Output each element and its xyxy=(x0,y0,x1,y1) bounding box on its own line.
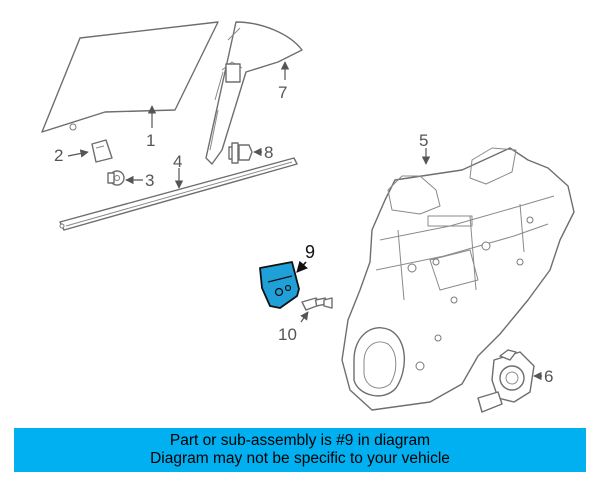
window-frame-channel xyxy=(205,21,303,165)
info-banner: Part or sub-assembly is #9 in diagram Di… xyxy=(14,428,586,472)
callout-8: 8 xyxy=(264,143,273,162)
leader-lines xyxy=(67,61,542,381)
callout-labels: 1 2 3 4 5 6 7 8 9 10 xyxy=(54,83,553,386)
stud xyxy=(228,142,253,164)
door-module-panel xyxy=(341,147,575,411)
window-regulator-motor xyxy=(477,349,535,413)
callout-2: 2 xyxy=(54,146,63,165)
banner-line-1: Part or sub-assembly is #9 in diagram xyxy=(169,432,431,449)
door-glass xyxy=(41,21,219,133)
callout-5: 5 xyxy=(419,131,428,150)
parts-diagram: 1 2 3 4 5 6 7 8 9 10 xyxy=(41,21,575,413)
callout-1: 1 xyxy=(146,131,155,150)
belt-weatherstrip xyxy=(59,157,298,231)
bolt xyxy=(107,170,125,186)
push-pin xyxy=(301,297,333,311)
callout-3: 3 xyxy=(145,171,154,190)
callout-4: 4 xyxy=(173,152,182,171)
callout-9: 9 xyxy=(305,242,315,262)
callout-6: 6 xyxy=(544,367,553,386)
bracket xyxy=(91,139,113,163)
banner-line-2: Diagram may not be specific to your vehi… xyxy=(150,450,450,467)
callout-10: 10 xyxy=(278,325,297,344)
callout-7: 7 xyxy=(278,83,287,102)
highlighted-part-9 xyxy=(259,261,300,309)
